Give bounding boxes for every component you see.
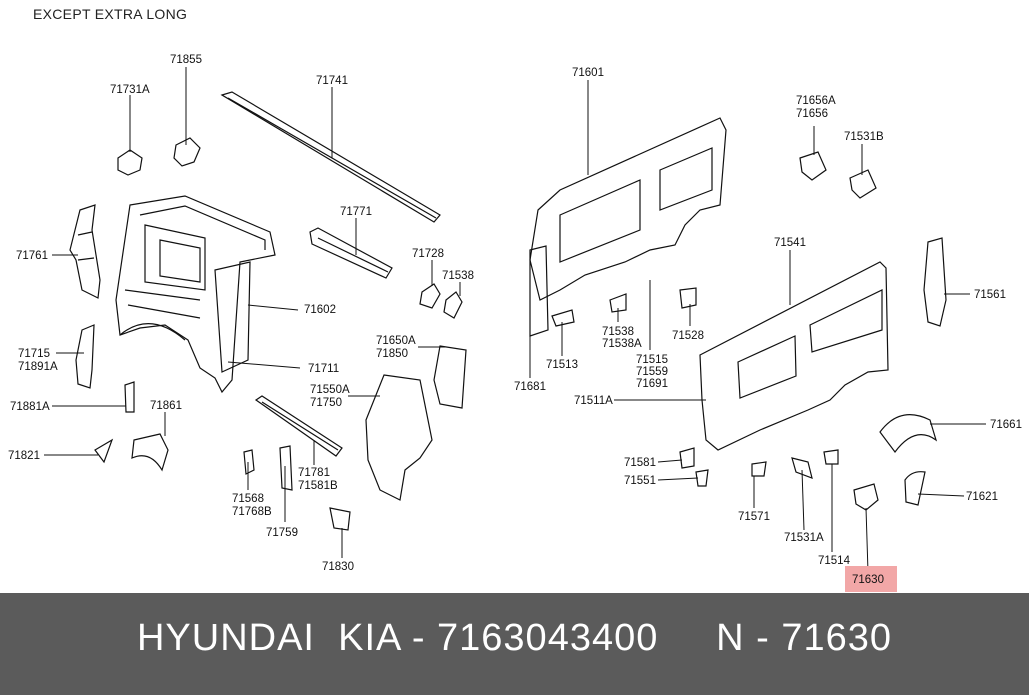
part-label[interactable]: 71768B xyxy=(232,506,272,518)
part-label[interactable]: 71691 xyxy=(636,378,668,390)
highlight-box-71630 xyxy=(845,566,897,592)
part-label[interactable]: 71656A xyxy=(796,95,836,107)
small-parts-lower-left xyxy=(94,381,351,531)
part-label[interactable]: 71781 xyxy=(298,467,330,479)
diagram-note: EXCEPT EXTRA LONG xyxy=(33,6,188,22)
part-label[interactable]: 71513 xyxy=(546,359,578,371)
part-label[interactable]: 71861 xyxy=(150,400,182,412)
part-label[interactable]: 71571 xyxy=(738,511,770,523)
part-label[interactable]: 71568 xyxy=(232,493,264,505)
right-side-panel-inner-drawing xyxy=(529,117,727,337)
part-label[interactable]: 71750 xyxy=(310,397,342,409)
right-side-outer-panel-drawing xyxy=(699,261,889,451)
pillar-71561-drawing xyxy=(923,237,947,327)
part-labels: 71855 71731A 71741 71761 71771 71602 717… xyxy=(8,54,1022,586)
bracket-drawings-top-left xyxy=(117,137,201,176)
part-label[interactable]: 71514 xyxy=(818,555,851,567)
part-label[interactable]: 71602 xyxy=(304,304,336,316)
small-parts-right xyxy=(551,151,879,511)
part-label[interactable]: 71715 xyxy=(18,348,50,360)
part-label[interactable]: 71528 xyxy=(672,330,704,342)
part-label[interactable]: 71538 xyxy=(602,326,634,338)
quarter-71550A-drawing xyxy=(365,374,433,501)
part-label[interactable]: 71656 xyxy=(796,108,828,120)
part-label[interactable]: 71650A xyxy=(376,335,416,347)
part-label[interactable]: 71581 xyxy=(624,457,656,469)
part-label[interactable]: 71681 xyxy=(514,381,546,393)
leader-lines xyxy=(44,67,986,573)
part-label[interactable]: 71821 xyxy=(8,450,40,462)
part-label[interactable]: 71741 xyxy=(316,75,348,87)
part-label[interactable]: 71761 xyxy=(16,250,48,262)
pillar-71650A-drawing xyxy=(433,345,467,409)
part-label[interactable]: 71601 xyxy=(572,67,604,79)
part-number-footer-bar: HYUNDAI KIA - 7163043400 N - 71630 xyxy=(0,593,1029,695)
part-label[interactable]: 71538A xyxy=(602,338,642,350)
part-label[interactable]: 71559 xyxy=(636,366,668,378)
diagram-canvas: 71855 71731A 71741 71761 71771 71602 717… xyxy=(8,54,1022,592)
part-label[interactable]: 71711 xyxy=(308,363,339,375)
part-label[interactable]: 71550A xyxy=(310,384,350,396)
part-label[interactable]: 71531B xyxy=(844,131,884,143)
member-71771-drawing xyxy=(309,227,393,279)
bracket-71715-drawing xyxy=(75,324,95,389)
part-number-footer-text: HYUNDAI KIA - 7163043400 N - 71630 xyxy=(136,617,893,659)
wheelhouse-71661-drawing xyxy=(879,414,938,454)
part-label[interactable]: 71511A xyxy=(574,395,613,407)
part-label[interactable]: 71855 xyxy=(170,54,202,66)
part-label[interactable]: 71551 xyxy=(624,475,656,487)
part-label[interactable]: 71728 xyxy=(412,248,444,260)
part-label[interactable]: 71621 xyxy=(966,491,998,503)
part-label[interactable]: 71881A xyxy=(10,401,50,413)
part-label[interactable]: 71661 xyxy=(990,419,1022,431)
part-label[interactable]: 71538 xyxy=(442,270,474,282)
part-71621-drawing xyxy=(904,471,926,506)
part-label[interactable]: 71515 xyxy=(636,354,668,366)
part-label[interactable]: 71830 xyxy=(322,561,354,573)
part-label[interactable]: 71531A xyxy=(784,532,824,544)
part-label[interactable]: 71771 xyxy=(340,206,372,218)
part-label-highlighted[interactable]: 71630 xyxy=(852,574,884,586)
part-label[interactable]: 71759 xyxy=(266,527,298,539)
bracket-drawings-71728-71538 xyxy=(419,283,463,319)
part-label[interactable]: 71891A xyxy=(18,361,58,373)
rocker-71781-drawing xyxy=(254,395,343,457)
roof-rail-drawing xyxy=(220,91,441,223)
part-label[interactable]: 71850 xyxy=(376,348,408,360)
part-label[interactable]: 71541 xyxy=(774,237,806,249)
part-label[interactable]: 71581B xyxy=(298,480,338,492)
pillar-71761-drawing xyxy=(69,204,101,299)
left-side-panel-drawing xyxy=(115,195,276,394)
part-label[interactable]: 71561 xyxy=(974,289,1006,301)
exploded-parts-diagram: 71855 71731A 71741 71761 71771 71602 717… xyxy=(8,6,1022,592)
part-label[interactable]: 71731A xyxy=(110,84,150,96)
